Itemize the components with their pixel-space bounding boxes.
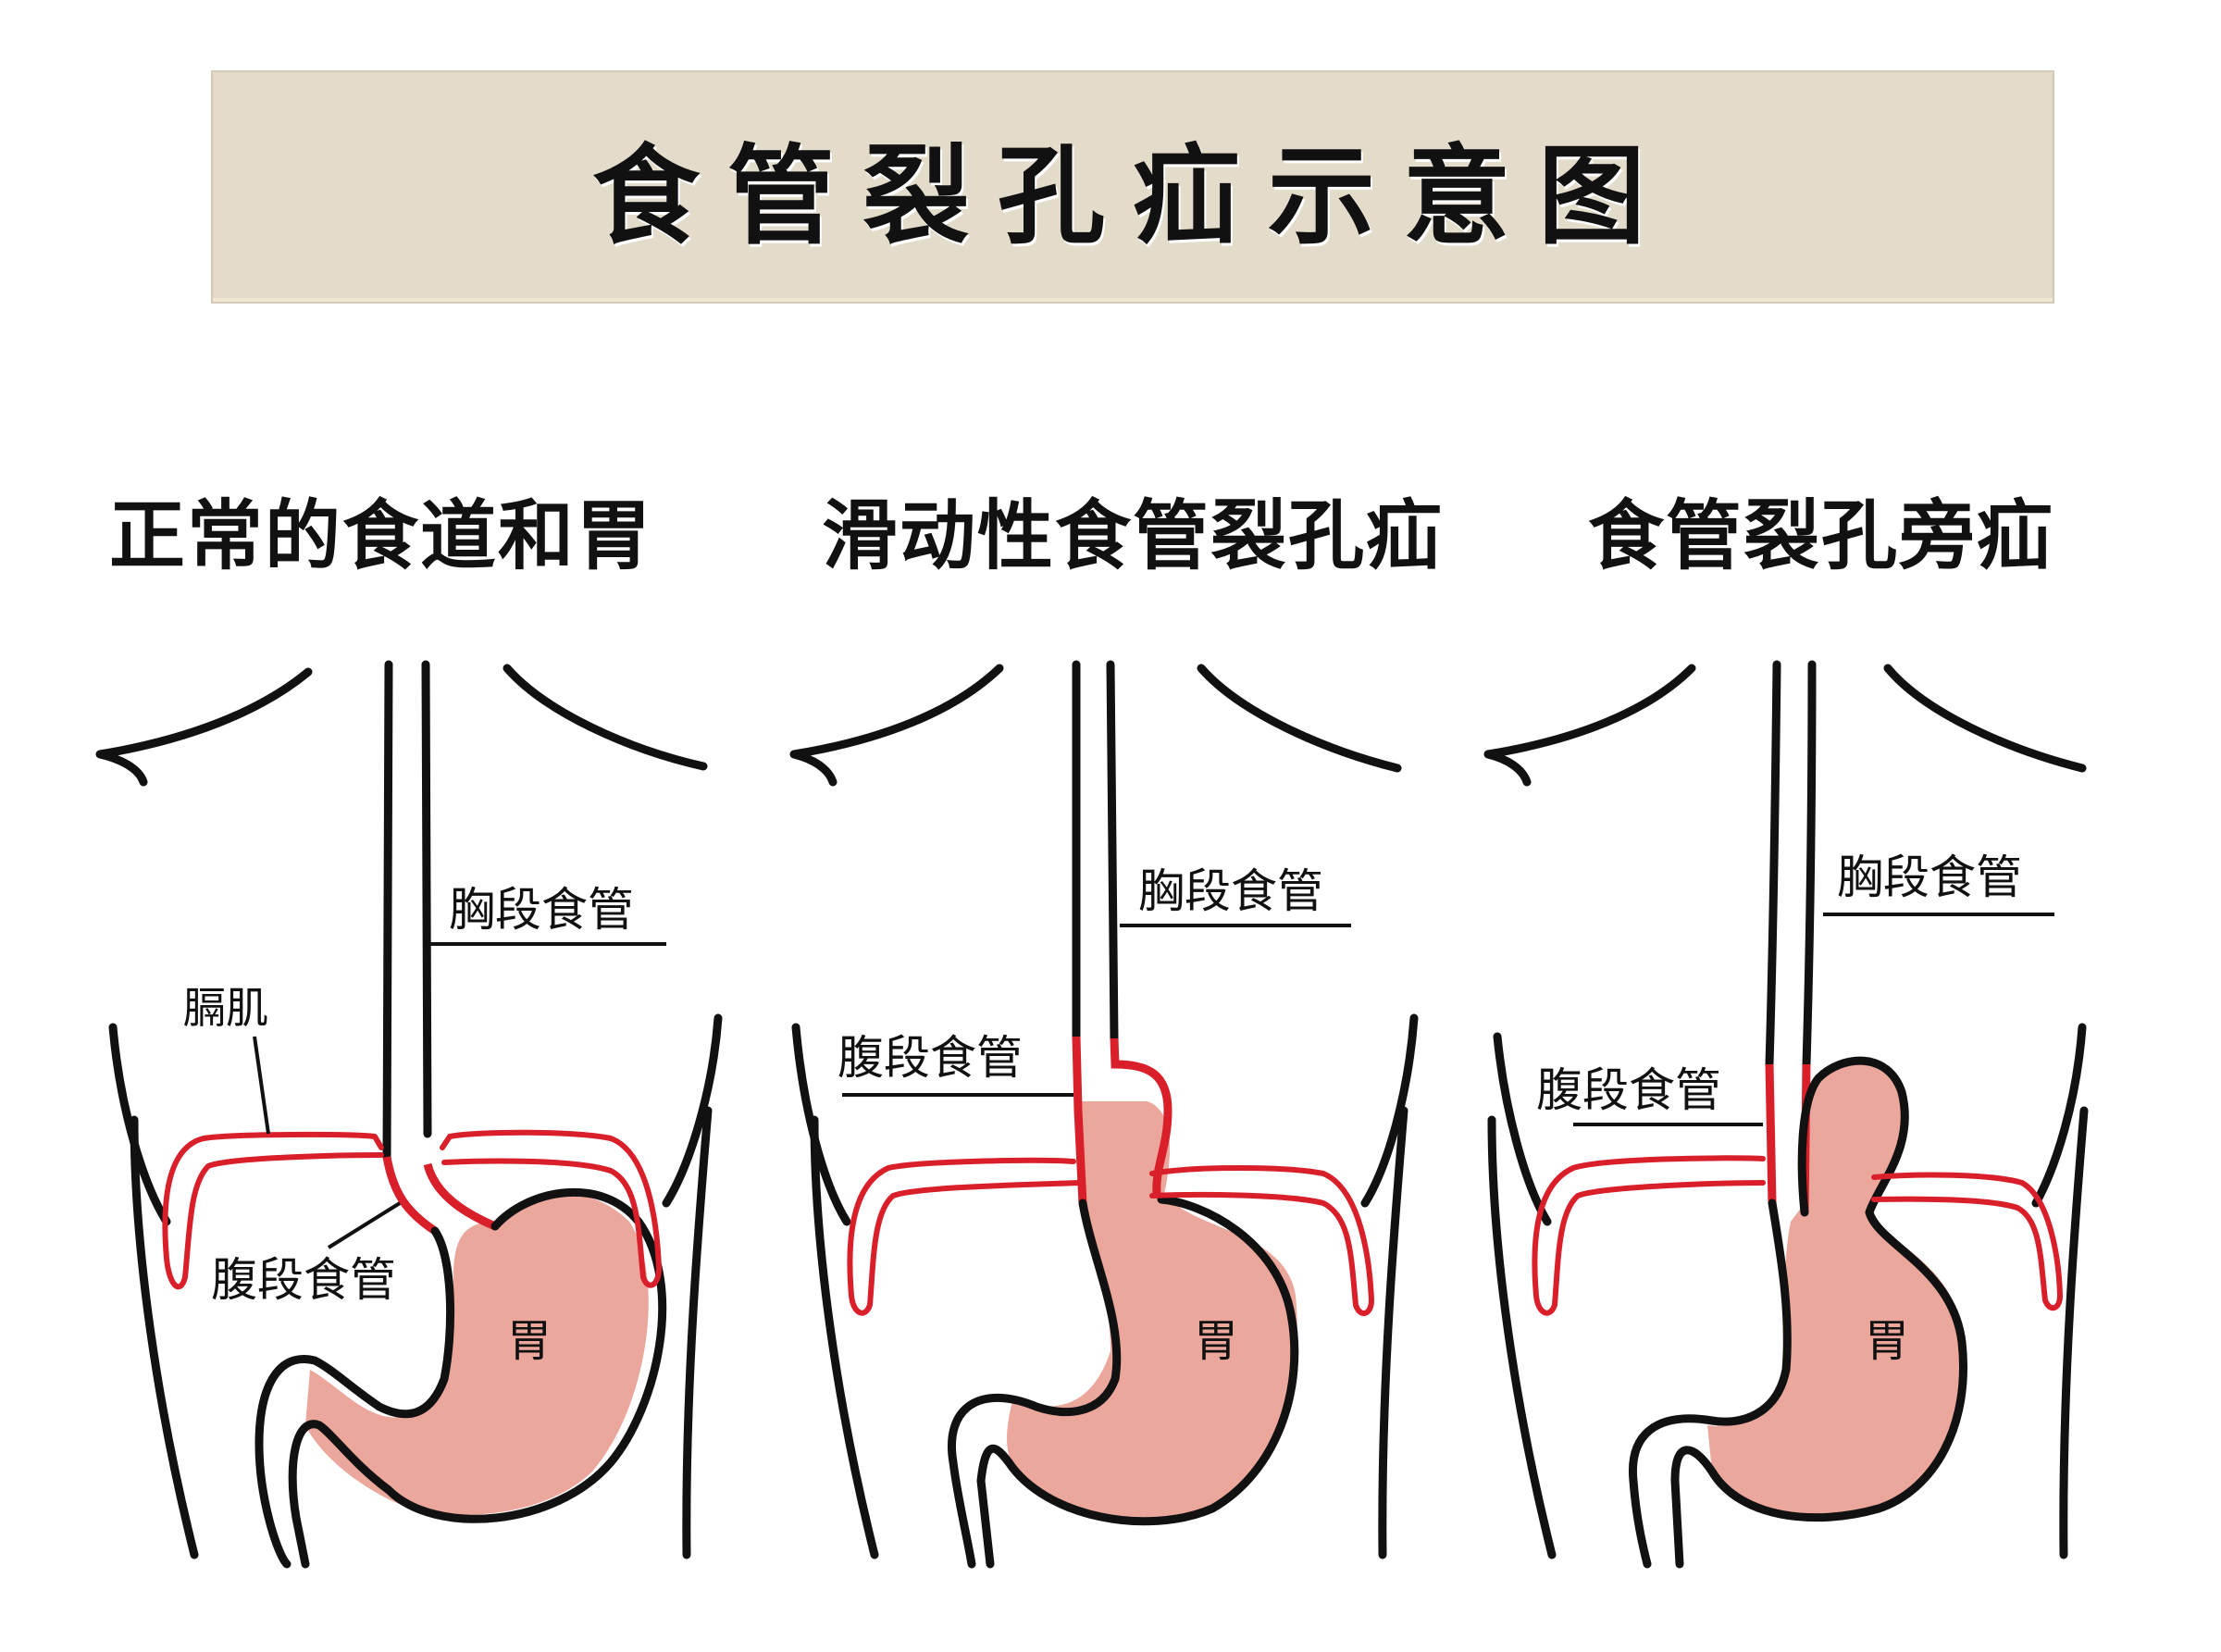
diaphragm-right (440, 1129, 662, 1288)
label-stomach: 胃 (507, 1315, 552, 1367)
esophagus-right-wall (1106, 660, 1119, 1043)
right-body-outline (2059, 1106, 2089, 1559)
left-body-outline (130, 1115, 199, 1559)
label-diaphragm: 膈肌 (183, 983, 268, 1033)
title-banner: 食管裂孔疝示意图 (211, 70, 2054, 304)
label-abdominal-esophagus: 腹段食管 (838, 1031, 1023, 1085)
stomach-greater-curve (1670, 1056, 1967, 1569)
diaphragm-left (1532, 1155, 1766, 1316)
label-abdominal-esophagus: 腹段食管 (1536, 1063, 1721, 1117)
left-rib-edge (1493, 1032, 1552, 1226)
stomach-lesser-curve (254, 1226, 455, 1569)
label-abdominal-esophagus: 腹段食管 (211, 1253, 396, 1307)
right-rib-edge (1360, 1013, 1419, 1208)
diaphragm-left (847, 1157, 1081, 1316)
panel-sliding-hernia: 胸段食管 腹段食管 胃 (789, 660, 1419, 1569)
stomach (305, 1194, 649, 1515)
diaphragm-right (1871, 1172, 2063, 1311)
panel-heading-paraesophageal-hernia: 食管裂孔旁疝 (1588, 491, 2055, 580)
right-rib-edge (662, 1013, 723, 1208)
stomach-greater-curve (288, 1187, 667, 1569)
abdominal-esophagus-left (1765, 1063, 1777, 1204)
left-clavicle (789, 664, 1004, 787)
abdominal-esophagus-right (423, 1162, 497, 1231)
abdominal-esophagus-left (382, 1156, 438, 1235)
label-thoracic-esophagus: 胸段食管 (1837, 851, 2022, 904)
abdominal-esophagus-right (1110, 1037, 1173, 1195)
left-clavicle (95, 667, 313, 787)
label-stomach: 胃 (1865, 1315, 1909, 1367)
label-thoracic-esophagus: 胸段食管 (449, 883, 634, 937)
esophagus-right-wall (421, 660, 432, 1138)
right-rib-edge (2031, 1023, 2087, 1208)
diaphragm-left (162, 1131, 384, 1290)
panel-normal: 胸段食管 膈肌 腹段食管 胃 (95, 660, 723, 1569)
label-stomach: 胃 (1194, 1315, 1238, 1367)
stomach (1707, 1064, 1964, 1517)
right-clavicle (1197, 664, 1402, 773)
panel-heading-normal: 正常的食道和胃 (109, 491, 654, 580)
right-clavicle (1883, 664, 2087, 773)
abdominal-esophagus-leader (327, 1201, 402, 1249)
stomach-lesser-curve (948, 1199, 1122, 1569)
right-body-outline (682, 1106, 713, 1559)
left-body-outline (1487, 1115, 1557, 1559)
abdominal-esophagus-left (1072, 1036, 1087, 1204)
right-clavicle (503, 664, 708, 771)
esophagus-left-wall (382, 660, 393, 1161)
left-clavicle (1483, 664, 1696, 787)
page-title: 食管裂孔疝示意图 (592, 133, 1673, 259)
diaphragm-leader (253, 1036, 270, 1135)
stomach-lesser-curve (1628, 1199, 1792, 1569)
panel-heading-sliding-hernia: 滑动性食管裂孔疝 (822, 491, 1445, 580)
diaphragm-right (1149, 1165, 1374, 1316)
label-thoracic-esophagus: 胸段食管 (1138, 864, 1323, 918)
stomach-greater-curve (976, 1195, 1299, 1569)
panel-paraesophageal-hernia: 胸段食管 腹段食管 胃 (1483, 660, 2089, 1569)
stomach (1007, 1101, 1297, 1518)
esophagus-left-wall (1765, 660, 1781, 1069)
left-body-outline (810, 1115, 879, 1559)
right-body-outline (1378, 1106, 1408, 1559)
esophagus-right-wall (1802, 660, 1817, 1069)
